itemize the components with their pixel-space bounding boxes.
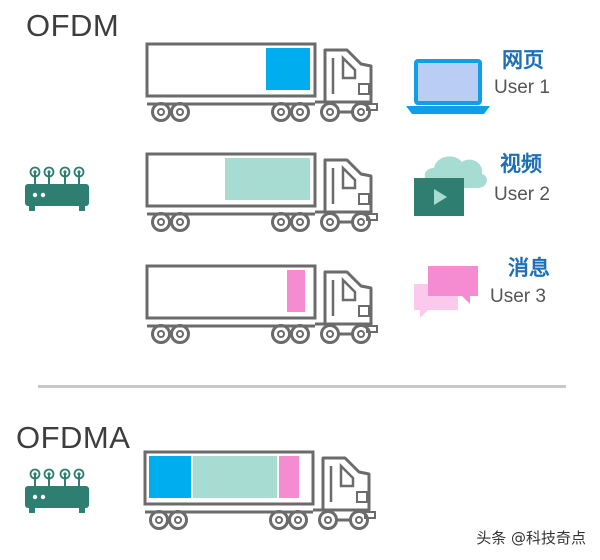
router-icon-ofdma (24, 468, 90, 514)
section-divider (38, 385, 566, 388)
truck-user-1 (147, 44, 387, 124)
label-user-3: User 3 (490, 286, 546, 307)
ofdma-title: OFDMA (16, 420, 131, 455)
label-user-2: User 2 (494, 184, 550, 205)
truck-ofdma (145, 452, 385, 532)
cargo-user-2 (225, 158, 310, 200)
ofdm-title: OFDM (26, 8, 120, 43)
cargo-ofdma-user-3 (279, 456, 299, 498)
truck-user-3 (147, 266, 387, 346)
cargo-ofdma-user-1 (149, 456, 191, 498)
router-icon (24, 166, 90, 212)
label-user-1: User 1 (494, 77, 550, 98)
cargo-user-1 (266, 48, 310, 90)
watermark: 头条 @科技奇点 (476, 529, 586, 547)
video-cloud-icon (414, 156, 487, 216)
label-video: 视频 (500, 152, 542, 176)
laptop-icon (406, 59, 490, 114)
label-web: 网页 (502, 48, 544, 72)
cargo-ofdma-user-2 (193, 456, 277, 498)
truck-user-2 (147, 154, 387, 234)
cargo-user-3 (287, 270, 305, 312)
label-message: 消息 (508, 256, 550, 280)
chat-bubbles-icon (414, 266, 478, 318)
